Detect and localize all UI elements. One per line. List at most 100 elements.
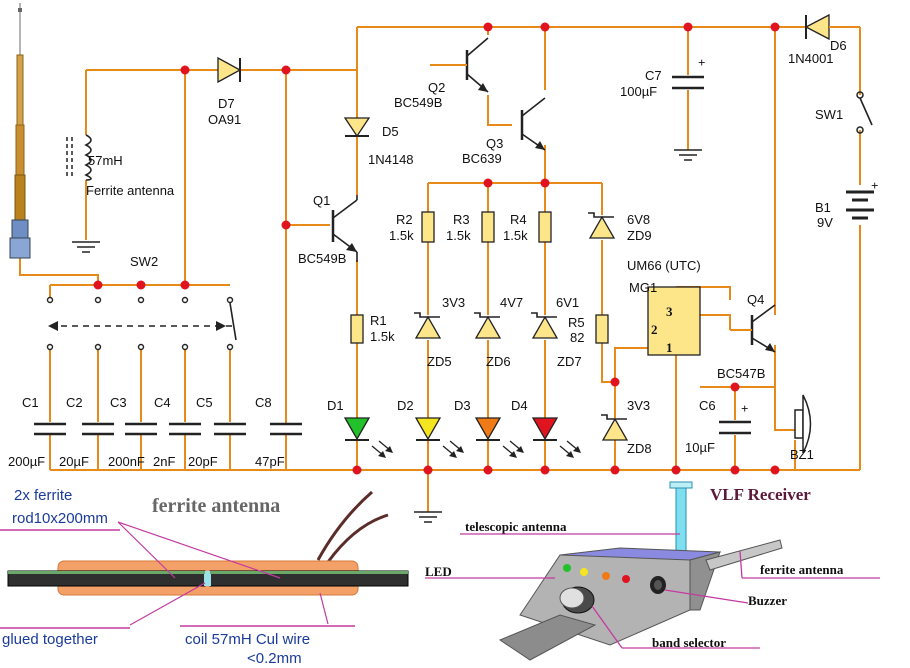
components-d1-name-label: D1 [327, 398, 344, 413]
ferrite-glued: glued together [2, 631, 98, 648]
resistors: R1 1.5k R2 1.5k R3 1.5k R4 1.5k R5 82 [350, 211, 609, 345]
device-band: band selector [652, 635, 726, 650]
components-mg1-name-label: MG1 [629, 280, 657, 295]
transistor-q4: Q4 BC547B [717, 292, 776, 381]
components-q4-name-label: Q4 [747, 292, 764, 307]
capacitors-bank: C1 C2 C3 C4 C5 C8 200µF 20µF 200nF 2nF 2… [8, 395, 302, 469]
components-d4-name-label: D4 [511, 398, 528, 413]
components-d5-value-label: 1N4148 [368, 152, 414, 167]
device-title: VLF Receiver [710, 485, 811, 504]
device-telescopic: telescopic antenna [465, 519, 567, 534]
components-mg1-pin3-label: 3 [666, 304, 673, 319]
transistor-q2: Q2 BC549B [394, 37, 489, 110]
ferrite-coil: 57mH Ferrite antenna [66, 134, 175, 253]
transistor-q3: Q3 BC639 [462, 97, 546, 166]
components-b1-name-label: B1 [815, 200, 831, 215]
device-ferrite: ferrite antenna [760, 562, 844, 577]
components-c1-value-label: 200µF [8, 454, 45, 469]
diode-d5: D5 1N4148 [343, 117, 414, 167]
coil-value: 57mH [88, 153, 123, 168]
components-q1-value-label: BC549B [298, 251, 346, 266]
switch-sw2: SW2 [46, 254, 237, 351]
ferrite-coil1: coil 57mH Cul wire [185, 631, 310, 648]
components-q2-value-label: BC549B [394, 95, 442, 110]
ferrite-coil2: <0.2mm [247, 650, 302, 667]
coil-desc: Ferrite antenna [86, 183, 175, 198]
components-d5-name-label: D5 [382, 124, 399, 139]
components-q3-value-label: BC639 [462, 151, 502, 166]
capacitor-c7: + C7 100µF [620, 55, 705, 161]
wires [19, 26, 861, 512]
components-r3-value-label: 1.5k [446, 228, 471, 243]
components-c7-value-label: 100µF [620, 84, 657, 99]
components-zd6-value-label: 4V7 [500, 295, 523, 310]
components-zd6-name-label: ZD6 [486, 354, 511, 369]
components-c8-name-label: C8 [255, 395, 272, 410]
components-d2-name-label: D2 [397, 398, 414, 413]
components-c1-name-label: C1 [22, 395, 39, 410]
junction-dots [93, 22, 780, 475]
components-c4-name-label: C4 [154, 395, 171, 410]
components-c6-name-label: C6 [699, 398, 716, 413]
components-c4-value-label: 2nF [153, 454, 175, 469]
components-b1-value-label: 9V [817, 215, 833, 230]
switch-sw1: SW1 [815, 91, 873, 134]
zener-diodes: 6V8 ZD9 3V3 ZD5 4V7 ZD6 6V1 ZD7 3V3 ZD8 [414, 212, 652, 456]
telescopic-antenna-symbol [9, 3, 31, 259]
components-zd8-value-label: 3V3 [627, 398, 650, 413]
components-c3-name-label: C3 [110, 395, 127, 410]
diode-d6: D6 1N4001 [788, 13, 860, 66]
components-c6-value-label: 10µF [685, 440, 715, 455]
components-c2-name-label: C2 [66, 395, 83, 410]
buzzer-bz1: BZ1 [790, 394, 814, 470]
components-zd7-value-label: 6V1 [556, 295, 579, 310]
leds: D1 D2 D3 D4 [327, 398, 581, 458]
components-q1-name-label: Q1 [313, 193, 330, 208]
diode-d7: D7 OA91 [208, 56, 242, 127]
components-sw1-name-label: SW1 [815, 107, 843, 122]
components-zd7-name-label: ZD7 [557, 354, 582, 369]
components-zd8-name-label: ZD8 [627, 441, 652, 456]
components-q4-value-label: BC547B [717, 366, 765, 381]
components-r3-name-label: R3 [453, 212, 470, 227]
components-r1-value-label: 1.5k [370, 329, 395, 344]
ferrite-line2: rod10x200mm [12, 510, 108, 527]
components-c3-value-label: 200nF [108, 454, 145, 469]
components-d6-name-label: D6 [830, 38, 847, 53]
components-r2-name-label: R2 [396, 212, 413, 227]
components-zd5-name-label: ZD5 [427, 354, 452, 369]
components-r4-value-label: 1.5k [503, 228, 528, 243]
svg-text:+: + [871, 178, 878, 193]
components-r5-value-label: 82 [570, 330, 584, 345]
transistor-q1: Q1 BC549B [298, 193, 358, 266]
components-d6-value-label: 1N4001 [788, 51, 834, 66]
components-c7-name-label: C7 [645, 68, 662, 83]
components-c2-value-label: 20µF [59, 454, 89, 469]
components-d7-name-label: D7 [218, 96, 235, 111]
battery-b1: + B1 9V [815, 178, 878, 230]
device-led: LED [425, 564, 452, 579]
components-r1-name-label: R1 [370, 313, 387, 328]
components-zd9-name-label: ZD9 [627, 228, 652, 243]
components-d7-value-label: OA91 [208, 112, 241, 127]
components-c5-value-label: 20pF [188, 454, 218, 469]
components-mg1-pin2-label: 2 [651, 322, 658, 337]
ferrite-line1: 2x ferrite [14, 487, 72, 504]
components-zd9-value-label: 6V8 [627, 212, 650, 227]
ic-mg1: 3 2 1 UM66 (UTC) MG1 [627, 258, 701, 356]
components-r5-name-label: R5 [568, 315, 585, 330]
components-r4-name-label: R4 [510, 212, 527, 227]
capacitor-c6: + C6 10µF [685, 398, 751, 455]
components-bz1-name-label: BZ1 [790, 447, 814, 462]
components-r2-value-label: 1.5k [389, 228, 414, 243]
svg-text:+: + [698, 55, 705, 70]
vlf-device-drawing: VLF Receiver telescopic antenna LED fe [425, 481, 880, 661]
components-q2-name-label: Q2 [428, 80, 445, 95]
components-mg1-pin1-label: 1 [666, 340, 673, 355]
components-c8-value-label: 47pF [255, 454, 285, 469]
device-buzzer: Buzzer [748, 593, 787, 608]
components-mg1-value-label: UM66 (UTC) [627, 258, 701, 273]
svg-text:+: + [741, 401, 748, 416]
components-zd5-value-label: 3V3 [442, 295, 465, 310]
